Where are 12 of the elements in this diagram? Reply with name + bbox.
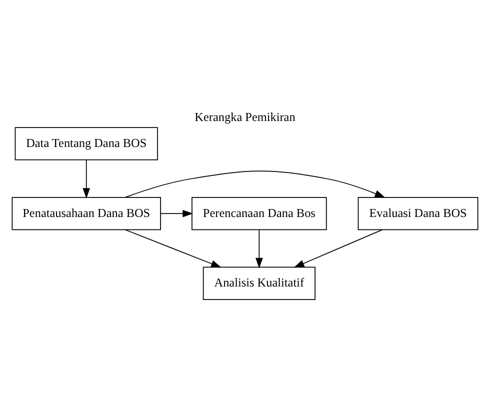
diagram-title: Kerangka Pemikiran: [194, 110, 296, 124]
arrow: [124, 229, 222, 268]
arrow: [294, 229, 383, 268]
arrow: [256, 229, 263, 268]
arrow: [82, 160, 90, 199]
node-box: Penatausahaan Dana BOS: [12, 196, 161, 230]
node-box: Analisis Kualitatif: [202, 266, 316, 300]
node-box: Evaluasi Dana BOS: [358, 196, 478, 230]
node-box: Perencanaan Dana Bos: [192, 196, 327, 230]
arrow: [160, 210, 194, 218]
node-box: Data Tentang Dana BOS: [14, 127, 158, 160]
arrow: [124, 170, 386, 198]
